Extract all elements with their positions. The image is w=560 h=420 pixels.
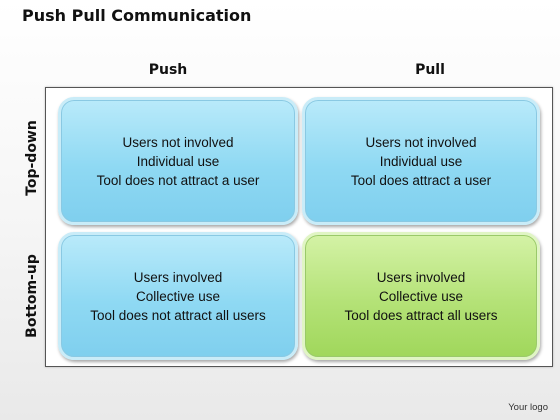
- cell-line: Collective use: [135, 288, 221, 304]
- cell-bottom-up-pull: Users involved Collective use Tool does …: [302, 232, 540, 360]
- footer-logo-text: Your logo: [508, 402, 548, 413]
- cell-top-down-push: Users not involved Individual use Tool d…: [58, 97, 298, 225]
- cell-line: Individual use: [379, 153, 463, 169]
- cell-line: Users involved: [133, 269, 223, 285]
- cell-top-down-pull: Users not involved Individual use Tool d…: [302, 97, 540, 225]
- cell-line: Individual use: [136, 153, 220, 169]
- column-header-push: Push: [148, 62, 188, 78]
- cell-bottom-up-push: Users involved Collective use Tool does …: [58, 232, 298, 360]
- cell-line: Tool does attract all users: [344, 307, 498, 323]
- cell-line: Users not involved: [122, 134, 234, 150]
- cell-line: Tool does not attract a user: [96, 172, 260, 188]
- cell-line: Collective use: [378, 288, 464, 304]
- cell-line: Users not involved: [365, 134, 477, 150]
- row-label-bottom-up: Bottom-up: [24, 254, 40, 338]
- cell-line: Tool does not attract all users: [90, 307, 266, 323]
- column-header-pull: Pull: [415, 62, 445, 78]
- cell-line: Tool does attract a user: [350, 172, 492, 188]
- slide-title: Push Pull Communication: [22, 6, 252, 25]
- cell-line: Users involved: [376, 269, 466, 285]
- row-label-top-down: Top-down: [24, 120, 40, 196]
